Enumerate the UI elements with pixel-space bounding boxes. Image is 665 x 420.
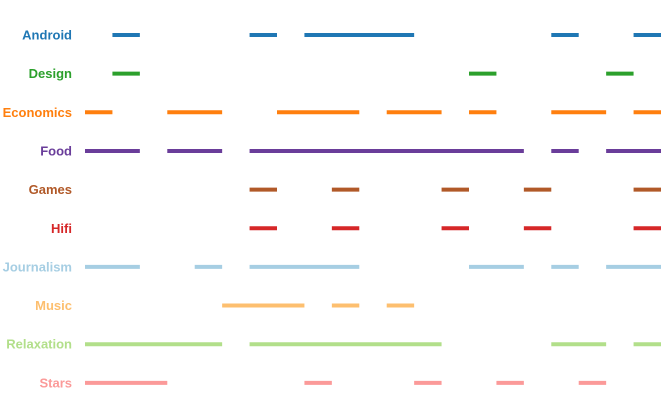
row-label-games: Games [29,182,72,197]
row-label-journalism: Journalism [3,259,72,274]
row-label-relaxation: Relaxation [6,337,72,352]
row-label-music: Music [35,298,72,313]
row-label-hifi: Hifi [51,221,72,236]
row-label-food: Food [40,143,72,158]
row-label-android: Android [22,28,72,43]
row-label-design: Design [29,66,72,81]
row-label-economics: Economics [3,105,72,120]
row-label-stars: Stars [39,375,72,390]
